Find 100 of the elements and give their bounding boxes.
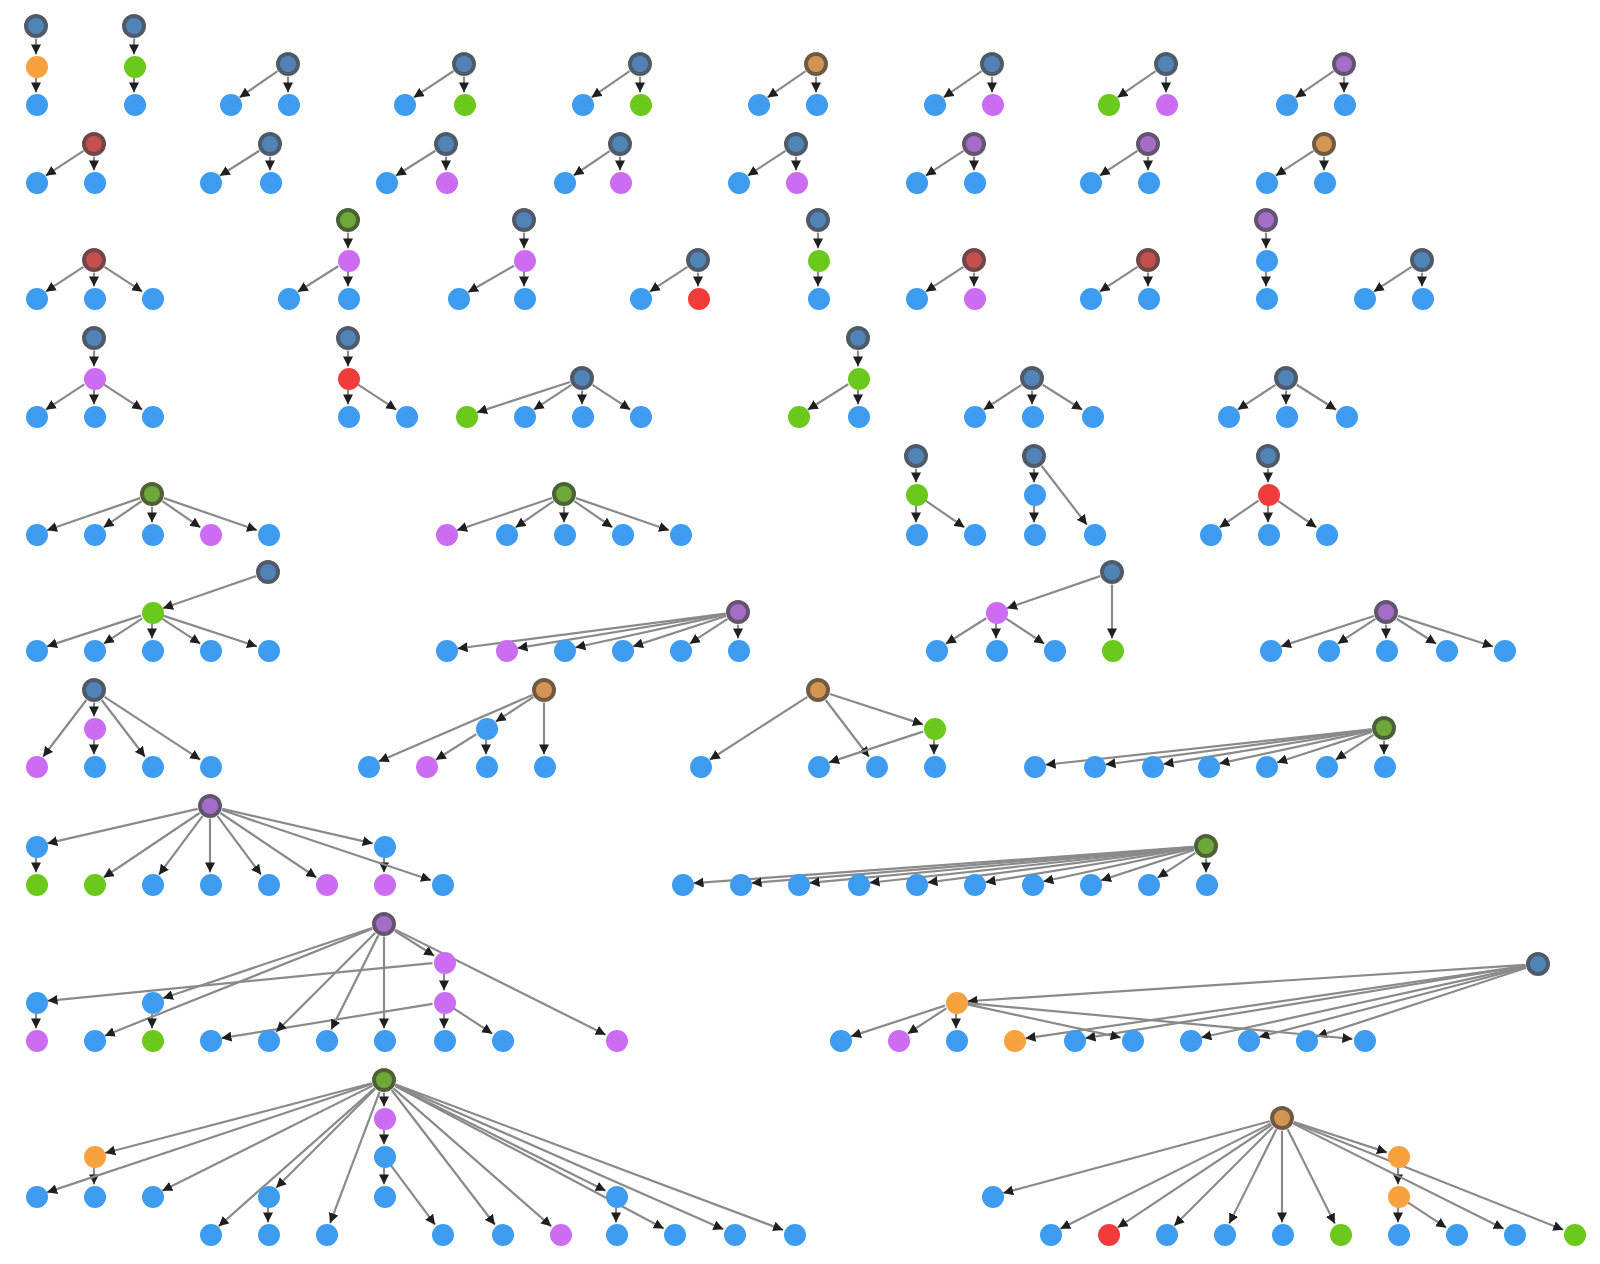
arrow — [1339, 76, 1349, 93]
arrow — [1161, 76, 1171, 93]
arrow — [129, 38, 139, 55]
arrow — [929, 739, 939, 755]
arrow — [476, 380, 571, 415]
arrow — [379, 1167, 389, 1185]
arrow — [967, 963, 1526, 1006]
arrow — [539, 702, 549, 755]
arrow — [559, 506, 569, 523]
arrow — [104, 1082, 373, 1156]
arrow — [1043, 847, 1194, 885]
arrow — [811, 76, 821, 93]
arrow — [951, 1013, 961, 1029]
arrow — [103, 617, 143, 645]
arrow — [31, 38, 41, 55]
arrow — [162, 614, 258, 649]
arrow — [456, 497, 553, 532]
arrow — [1005, 617, 1045, 645]
arrow — [1042, 383, 1083, 411]
arrow — [147, 623, 157, 639]
arrow — [1201, 965, 1526, 1041]
arrow — [161, 617, 201, 645]
arrow — [911, 505, 921, 523]
arrow — [1276, 730, 1373, 765]
arrow — [807, 383, 849, 411]
arrow — [925, 150, 965, 177]
arrow — [238, 70, 279, 99]
arrow — [103, 696, 201, 761]
arrow — [453, 1007, 493, 1035]
arrow — [162, 575, 257, 610]
arrow — [42, 699, 88, 758]
arrow — [89, 350, 99, 367]
arrow — [1407, 1201, 1447, 1229]
arrow — [1218, 499, 1260, 529]
arrow — [942, 70, 983, 99]
arrow — [219, 812, 317, 879]
arrow — [495, 696, 535, 723]
arrow — [1379, 740, 1389, 755]
arrow — [519, 232, 529, 249]
arrow — [987, 76, 997, 93]
arrow — [1381, 624, 1391, 639]
arrow — [392, 1087, 552, 1228]
arrow — [89, 156, 99, 171]
arrow — [343, 389, 353, 405]
arrow — [395, 149, 436, 177]
arrow — [709, 695, 808, 761]
arrow — [163, 497, 258, 532]
arrow — [1296, 383, 1337, 411]
arrow — [924, 499, 966, 529]
arrow — [45, 266, 85, 293]
arrow — [747, 150, 787, 177]
arrow — [441, 156, 451, 171]
arrow — [1228, 1128, 1278, 1225]
arrow — [649, 266, 689, 293]
arrow — [357, 383, 397, 411]
arrow — [813, 232, 823, 249]
arrow — [1143, 156, 1153, 171]
arrow — [1107, 584, 1117, 639]
arrow — [439, 973, 449, 991]
arrow — [1292, 1122, 1505, 1230]
arrow — [1029, 468, 1039, 483]
arrow — [853, 350, 863, 367]
arrow — [221, 1002, 433, 1042]
arrow — [590, 70, 631, 99]
arrow — [925, 266, 965, 293]
arrow — [1157, 852, 1197, 879]
arrow — [1099, 266, 1139, 293]
arrow — [457, 612, 726, 653]
arrow — [31, 77, 41, 93]
arrow — [591, 384, 631, 411]
arrow — [31, 857, 41, 873]
arrow — [533, 384, 573, 411]
arrow — [1286, 1128, 1336, 1225]
arrow — [1258, 966, 1527, 1040]
arrow — [1335, 734, 1375, 761]
arrow — [1143, 272, 1153, 287]
arrow — [129, 77, 139, 93]
arrow — [222, 807, 373, 847]
arrow — [519, 271, 529, 287]
arrow — [615, 156, 625, 171]
arrow — [481, 739, 491, 755]
arrow — [1293, 1121, 1564, 1231]
arrow — [395, 1084, 724, 1231]
arrow — [47, 807, 198, 847]
arrow — [1393, 1167, 1403, 1185]
arrow — [1027, 390, 1037, 405]
arrow — [46, 1082, 373, 1194]
arrow — [283, 76, 293, 93]
arrow — [1040, 465, 1088, 526]
arrow — [89, 389, 99, 405]
arrow — [1275, 150, 1315, 177]
arrow — [1276, 499, 1318, 529]
arrow — [343, 350, 353, 367]
arrow — [46, 614, 142, 649]
arrow — [853, 389, 863, 405]
arrow — [379, 1129, 389, 1145]
arrow — [45, 383, 85, 411]
arrow — [577, 390, 587, 405]
arrow — [1002, 1120, 1271, 1196]
arrow — [413, 70, 455, 99]
